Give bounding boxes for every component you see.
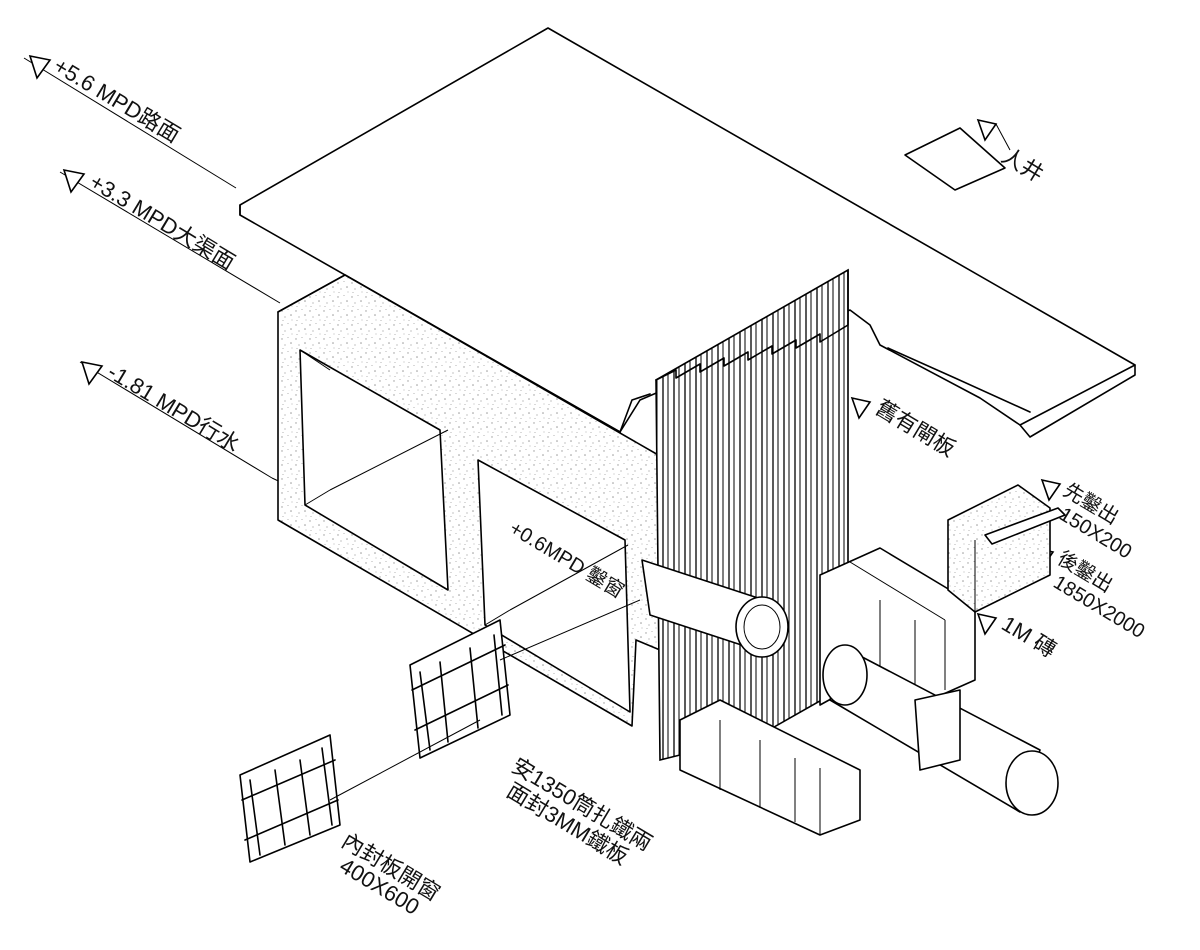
elevation-triangle-icon xyxy=(1040,478,1062,502)
chisel-block xyxy=(947,484,1066,613)
elevation-triangle-icon xyxy=(976,612,998,636)
elevation-triangle-icon xyxy=(850,396,872,420)
elevation-triangle-icon xyxy=(62,168,86,194)
label-brick: 1M 磚 xyxy=(997,611,1060,663)
label-sheet-pile: 舊有閘板 xyxy=(871,395,959,462)
steel-frame-large xyxy=(409,619,511,759)
elevation-triangle-icon xyxy=(80,360,104,386)
elevation-triangle-icon xyxy=(976,118,998,142)
road-slab xyxy=(239,27,1136,438)
label-road-elevation: +5.6 MPD路面 xyxy=(49,53,184,148)
sheet-pile-wall xyxy=(655,268,849,762)
label-channel-elevation: +3.3 MPD大渠面 xyxy=(85,169,239,275)
outer-pipe xyxy=(822,644,1059,816)
alignment-lines xyxy=(329,599,641,801)
steel-frame-small xyxy=(239,734,341,863)
elevation-triangle-icon xyxy=(28,54,52,80)
label-manhole: 人井 xyxy=(997,143,1048,187)
label-flow-elevation: -1.81 MPD行水 xyxy=(103,359,244,457)
manhole-cover xyxy=(904,127,1006,191)
box-culvert xyxy=(277,274,661,727)
window-pipe xyxy=(641,559,789,658)
